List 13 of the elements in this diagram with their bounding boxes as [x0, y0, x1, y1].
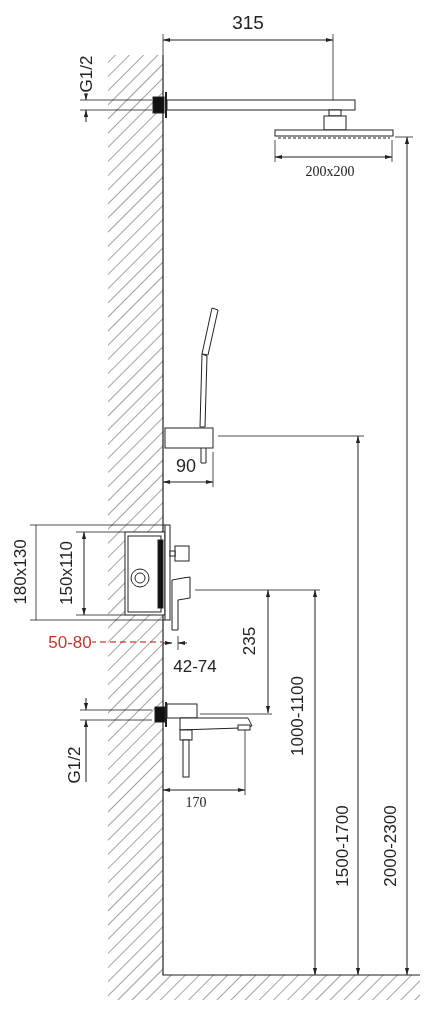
dimension-label: 50-80	[47, 633, 93, 651]
dimension-label: 42-74	[172, 657, 218, 675]
dimension-label: 2000-2300	[381, 804, 399, 888]
dimension-label: 200x200	[304, 165, 356, 179]
dimension-label: 170	[184, 796, 208, 810]
dimension-label: G1/2	[65, 745, 83, 785]
dimension-label: G1/2	[77, 54, 95, 94]
dimension-label: 180x130	[11, 538, 29, 606]
dimension-label: 1000-1100	[288, 675, 306, 757]
dimension-label: 150x110	[57, 540, 75, 606]
dimension-label: 1500-1700	[333, 804, 351, 888]
dimension-label: 235	[240, 625, 258, 657]
dimension-label: 90	[175, 457, 197, 475]
